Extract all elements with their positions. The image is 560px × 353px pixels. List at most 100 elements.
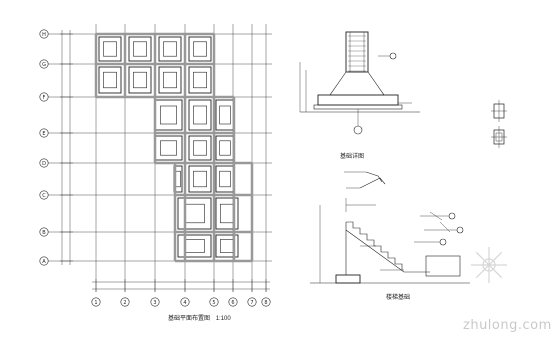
footing-pad — [215, 135, 235, 161]
landing-footing — [425, 255, 461, 277]
column-detail — [491, 100, 507, 148]
grid-label-col: 1 — [94, 300, 97, 306]
section-title-text: 基础详图 — [340, 154, 365, 160]
footing-pad — [128, 36, 152, 62]
grid-label-col: 8 — [264, 300, 267, 306]
column-core — [495, 132, 503, 142]
grid-label-col: 6 — [231, 300, 234, 306]
stair-leader — [439, 221, 451, 233]
footing-pad — [154, 135, 183, 161]
stair-foundation-detail — [310, 171, 470, 284]
footing-pad — [188, 99, 212, 131]
footing-inner — [133, 71, 147, 89]
grid-label-row: E — [42, 131, 45, 137]
footing-inner — [160, 105, 177, 125]
section-marker — [353, 125, 363, 135]
footing-outline — [177, 197, 212, 230]
footing-outline — [215, 135, 235, 161]
grid-label-col: 2 — [123, 300, 126, 306]
footing-outline — [215, 234, 239, 258]
footing-inner — [220, 239, 234, 253]
footing-outline — [98, 66, 122, 94]
footing-inner — [103, 71, 117, 89]
footing-pad — [188, 66, 212, 94]
grid-label-col: 5 — [212, 300, 215, 306]
stair-slab-underside — [345, 229, 430, 273]
grid-label-col: 7 — [250, 300, 253, 306]
footing-slope — [329, 71, 385, 96]
footing-inner — [193, 170, 207, 188]
watermark-logo-spoke — [475, 264, 490, 279]
grid-bubble-col — [150, 297, 160, 307]
plan-scale: 1:100 — [215, 316, 231, 322]
callout-bubble — [389, 52, 397, 60]
watermark-logo-spoke — [488, 264, 503, 279]
footing-outline — [215, 99, 235, 131]
section-title: 基础详图 — [340, 151, 364, 160]
footing-pad — [215, 165, 235, 193]
grid-bubble-col — [247, 297, 257, 307]
footing-outline — [128, 66, 152, 94]
footing-inner — [219, 140, 231, 156]
grid-label-row: F — [43, 95, 46, 101]
footing-outline — [128, 36, 152, 62]
footing-outline — [188, 135, 212, 161]
grid-label-row: G — [42, 62, 46, 68]
footing-inner — [219, 170, 231, 188]
stair-leader — [429, 211, 443, 221]
stair-leader — [365, 171, 383, 183]
footing-inner — [193, 140, 207, 156]
watermark-text: zhulong.com — [463, 318, 552, 333]
footing-pad — [177, 234, 212, 258]
plan-title: 基础平面布置图 1:100 — [168, 313, 231, 322]
footing-pad — [158, 36, 182, 62]
footing-pad — [177, 197, 212, 230]
stair-title: 楼梯基础 — [386, 292, 410, 301]
watermark-logo-spoke — [475, 251, 490, 266]
footing-pad — [98, 66, 122, 94]
grid-bubble-col — [180, 297, 190, 307]
grid-bubble-col — [228, 297, 238, 307]
footing-inner — [193, 105, 207, 125]
grid-bubble-col — [91, 297, 101, 307]
watermark-logo — [471, 247, 507, 283]
footing-inner — [184, 239, 205, 253]
stair-footing — [335, 274, 361, 284]
footing-outline — [158, 66, 182, 94]
footing-inner — [163, 71, 177, 89]
stair-leader — [359, 177, 386, 189]
footing-inner — [220, 203, 234, 224]
grid-label-row: A — [42, 259, 46, 265]
footing-inner — [175, 170, 181, 188]
stair-callout-bubble — [448, 212, 456, 220]
footing-inner — [160, 140, 177, 156]
footing-outline — [188, 99, 212, 131]
tie-beams — [94, 32, 254, 263]
footing-inner — [163, 41, 177, 57]
grid-bubble-col — [209, 297, 219, 307]
footing-outline — [154, 135, 183, 161]
grid-label-col: 4 — [183, 300, 186, 306]
footing-inner — [193, 41, 207, 57]
footing-pad — [215, 99, 235, 131]
grid-bubble-col — [261, 297, 271, 307]
footing-outline — [188, 36, 212, 62]
footing-inner — [184, 203, 205, 224]
grid-bubble-col — [120, 297, 130, 307]
footing-outline — [188, 66, 212, 94]
footing-inner — [219, 105, 231, 125]
footing-pad — [98, 36, 122, 62]
footing-inner — [133, 41, 147, 57]
footing-pad — [188, 165, 212, 193]
foundation-section-detail — [299, 31, 420, 135]
grid-label-row: B — [42, 230, 46, 236]
footing-pad — [154, 99, 183, 131]
footing-pad — [188, 135, 212, 161]
footing-outline — [215, 165, 235, 193]
footing-outline — [215, 197, 239, 230]
grid-label-row: H — [42, 32, 46, 38]
stair-callout-bubble — [439, 238, 447, 246]
pier-column — [345, 31, 369, 73]
